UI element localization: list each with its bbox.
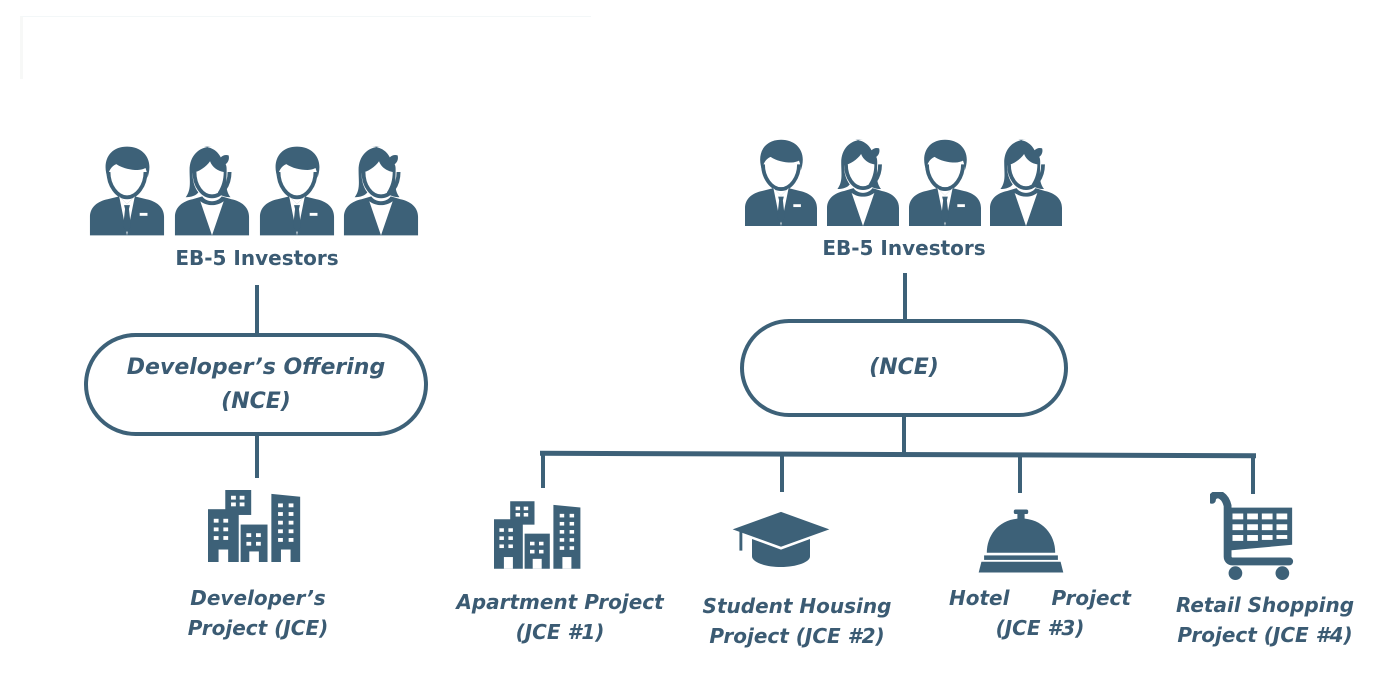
project-4-line1: Retail Shopping — [1175, 593, 1355, 617]
woman-investor-icon — [988, 136, 1064, 226]
buildings-icon — [494, 500, 584, 570]
buildings-icon — [208, 490, 304, 562]
left-connector-investors-nce — [255, 285, 259, 335]
project-1-label: Apartment Project (JCE #1) — [440, 587, 680, 647]
right-branch-2 — [780, 455, 784, 492]
graduation-cap-icon — [731, 510, 831, 568]
project-3-line1: Hotel Project — [920, 583, 1160, 613]
left-investors-label: EB-5 Investors — [175, 246, 339, 270]
right-nce-node: (NCE) — [740, 319, 1068, 417]
left-nce-title: Developer’s Offering — [126, 354, 386, 380]
left-connector-nce-project — [255, 436, 259, 478]
right-branch-3 — [1018, 456, 1022, 493]
man-investor-icon — [88, 142, 166, 236]
project-4-label: Retail Shopping Project (JCE #4) — [1145, 590, 1385, 650]
project-3-line1b: Project — [1051, 586, 1131, 610]
project-3-line2: (JCE #3) — [995, 616, 1085, 640]
shopping-cart-icon — [1210, 492, 1298, 580]
right-nce-label: (NCE) — [869, 355, 939, 380]
left-nce-subtitle: (NCE) — [221, 388, 291, 414]
project-2-line1: Student Housing — [702, 594, 892, 618]
right-horizontal-bus — [539, 450, 1257, 459]
man-investor-icon — [743, 136, 819, 226]
left-project-line2: Project (JCE) — [187, 616, 329, 640]
project-2-label: Student Housing Project (JCE #2) — [677, 591, 917, 651]
project-3-label: Hotel Project (JCE #3) — [920, 583, 1160, 643]
right-investors-label: EB-5 Investors — [822, 236, 986, 260]
woman-investor-icon — [825, 136, 901, 226]
hotel-bell-icon — [976, 507, 1066, 575]
left-project-label: Developer’s Project (JCE) — [158, 583, 358, 643]
project-3-line1a: Hotel — [949, 586, 1010, 610]
right-connector-nce-bus — [902, 417, 906, 454]
project-2-line2: Project (JCE #2) — [709, 624, 885, 648]
right-connector-investors-nce — [903, 273, 907, 321]
faint-header-frame — [20, 16, 591, 79]
project-1-line1: Apartment Project — [456, 590, 664, 614]
right-branch-4 — [1251, 456, 1255, 494]
man-investor-icon — [258, 142, 336, 236]
man-investor-icon — [907, 136, 983, 226]
project-1-line2: (JCE #1) — [515, 620, 605, 644]
project-4-line2: Project (JCE #4) — [1177, 623, 1353, 647]
woman-investor-icon — [173, 142, 251, 236]
left-project-line1: Developer’s — [190, 586, 326, 610]
woman-investor-icon — [342, 142, 420, 236]
left-nce-node: Developer’s Offering (NCE) — [84, 333, 428, 436]
right-branch-1 — [541, 454, 545, 488]
